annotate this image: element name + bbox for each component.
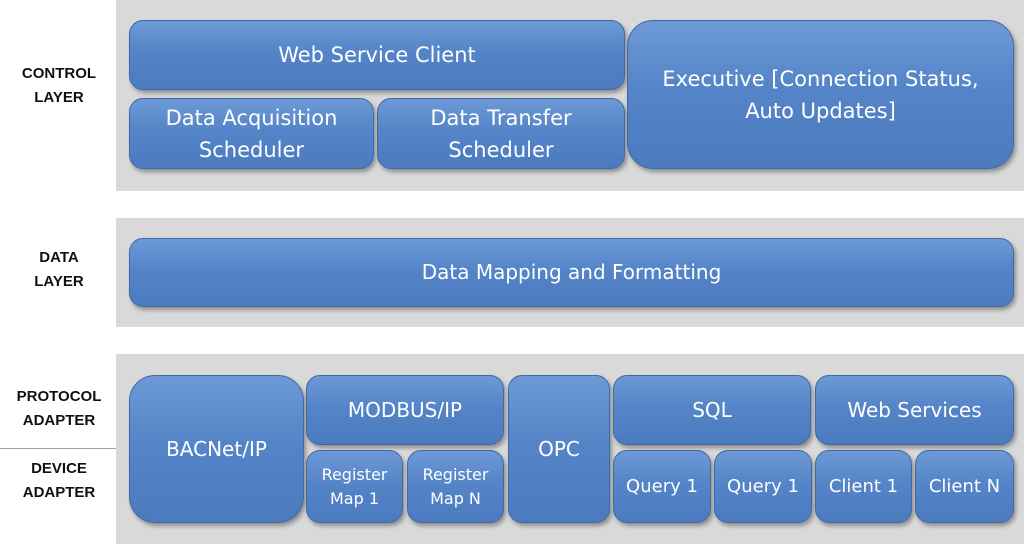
register-map-n-box: Register Map N (407, 450, 504, 523)
client-1-label: Client 1 (828, 475, 899, 497)
client-n-box: Client N (915, 450, 1014, 523)
register-map-1-label: Register Map 1 (321, 464, 388, 508)
web-services-label: Web Services (847, 397, 982, 422)
client-n-label: Client N (928, 475, 1001, 497)
data-mapping-box: Data Mapping and Formatting (129, 238, 1014, 307)
register-map-1-box: Register Map 1 (306, 450, 403, 523)
modbus-label: MODBUS/IP (347, 397, 463, 422)
opc-label: OPC (538, 436, 580, 461)
web-service-client-box: Web Service Client (129, 20, 625, 90)
bacnet-box: BACNet/IP (129, 375, 304, 523)
executive-label: Executive [Connection Status, Auto Updat… (662, 66, 979, 123)
device-adapter-label: DEVICE ADAPTER (22, 460, 96, 501)
query-1a-label: Query 1 (626, 475, 698, 497)
modbus-box: MODBUS/IP (306, 375, 504, 445)
data-layer-label: DATA LAYER (34, 249, 84, 290)
adapter-divider (0, 448, 116, 449)
data-acquisition-scheduler-label: Data Acquisition Scheduler (165, 105, 338, 162)
protocol-adapter-label: PROTOCOL ADAPTER (16, 388, 102, 429)
data-mapping-label: Data Mapping and Formatting (421, 260, 722, 284)
query-1b-box: Query 1 (714, 450, 812, 523)
web-services-box: Web Services (815, 375, 1014, 445)
sql-label: SQL (692, 397, 732, 422)
bacnet-label: BACNet/IP (166, 436, 267, 461)
opc-box: OPC (508, 375, 610, 523)
web-service-client-label: Web Service Client (278, 43, 476, 67)
data-transfer-scheduler-box: Data Transfer Scheduler (377, 98, 625, 169)
data-acquisition-scheduler-box: Data Acquisition Scheduler (129, 98, 374, 169)
query-1b-label: Query 1 (727, 475, 799, 497)
client-1-box: Client 1 (815, 450, 912, 523)
executive-box: Executive [Connection Status, Auto Updat… (627, 20, 1014, 169)
data-transfer-scheduler-label: Data Transfer Scheduler (430, 105, 572, 162)
query-1a-box: Query 1 (613, 450, 711, 523)
sql-box: SQL (613, 375, 811, 445)
register-map-n-label: Register Map N (422, 464, 489, 508)
control-layer-label: CONTROL LAYER (21, 65, 97, 106)
